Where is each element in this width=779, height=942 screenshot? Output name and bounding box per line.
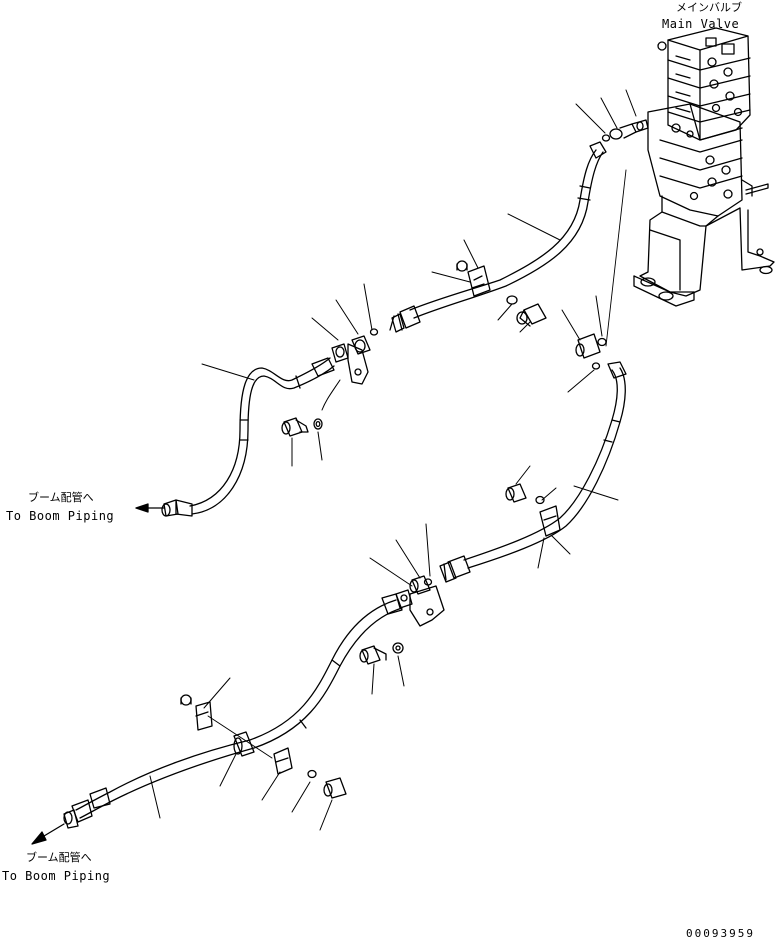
arrow-boom-lower xyxy=(32,824,64,844)
boom-upper-label-jp: ブーム配管へ xyxy=(28,491,94,504)
lower-clamp-set xyxy=(181,695,346,798)
leader-lines xyxy=(150,90,636,830)
hose-upper-a xyxy=(390,142,606,332)
upper-bolt xyxy=(282,418,322,436)
boom-upper-label-en: To Boom Piping xyxy=(6,509,115,523)
upper-clamp xyxy=(457,261,546,326)
arrow-boom-upper xyxy=(136,504,164,512)
lower-valve-fitting xyxy=(576,170,626,369)
hose-lower-b xyxy=(64,594,402,828)
hose-lower-a xyxy=(440,362,626,582)
main-valve-label-en: Main Valve xyxy=(662,17,740,31)
boom-lower-label-jp: ブーム配管へ xyxy=(26,851,92,864)
hose-upper-b xyxy=(162,358,334,516)
lower-clamp xyxy=(506,484,560,536)
drawing-code: 00093959 xyxy=(686,927,755,940)
main-valve xyxy=(634,28,774,306)
upper-mid-fitting xyxy=(322,329,378,410)
upper-valve-fitting xyxy=(603,120,649,141)
lower-mid-fitting xyxy=(396,576,444,626)
main-valve-label-jp: メインバルブ xyxy=(676,1,742,14)
lower-bolt xyxy=(360,643,403,664)
boom-lower-label-en: To Boom Piping xyxy=(2,869,111,883)
